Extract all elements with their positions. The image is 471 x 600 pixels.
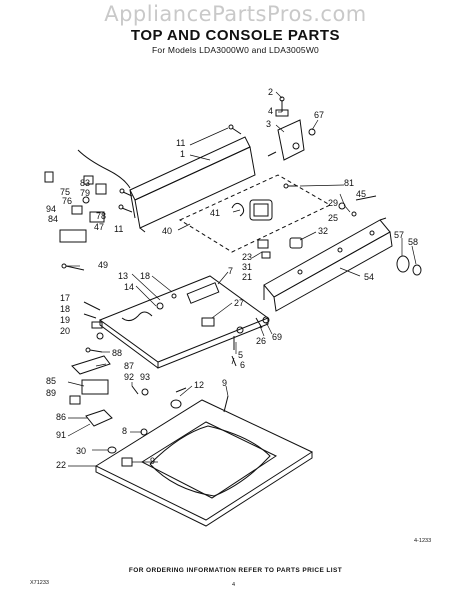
wire-clip: [61, 263, 85, 271]
callout-18: 18: [140, 271, 150, 281]
knob: [396, 255, 422, 276]
callout-57: 57: [394, 230, 404, 240]
callout-91: 91: [56, 430, 66, 440]
switch-group: [257, 237, 303, 259]
callout-23: 23: [242, 252, 252, 262]
callout-31: 31: [242, 262, 252, 272]
screw-11-left: [118, 188, 133, 213]
callout-labels: 2 4 3 67 11 1 83 75 79 76 94 78 84 47 11…: [46, 87, 418, 470]
callout-87: 87: [124, 361, 134, 371]
callout-85: 85: [46, 376, 56, 386]
callout-11: 11: [176, 138, 185, 148]
callout-11b: 11: [114, 224, 123, 234]
bracket-assembly: [267, 96, 316, 161]
callout-47: 47: [94, 222, 104, 232]
callout-75: 75: [60, 187, 70, 197]
callout-32: 32: [318, 226, 328, 236]
page-subtitle: For Models LDA3000W0 and LDA3005W0: [152, 45, 319, 55]
lower-left-parts: [69, 347, 113, 427]
callout-79: 79: [80, 188, 90, 198]
callout-45: 45: [356, 189, 366, 199]
callout-86: 86: [56, 412, 66, 422]
callout-14: 14: [124, 282, 134, 292]
leader-lines: [66, 91, 417, 467]
callout-94: 94: [46, 204, 56, 214]
callout-84: 84: [48, 214, 58, 224]
callout-4: 4: [268, 106, 273, 116]
callout-76: 76: [62, 196, 72, 206]
callout-81: 81: [344, 178, 354, 188]
callout-5: 5: [238, 350, 243, 360]
callout-88: 88: [112, 348, 122, 358]
callout-83: 83: [80, 178, 90, 188]
callout-25: 25: [328, 213, 338, 223]
callout-2: 2: [268, 87, 273, 97]
callout-26: 26: [256, 336, 266, 346]
callout-12: 12: [194, 380, 204, 390]
callout-19: 19: [60, 315, 70, 325]
screw-11-top: [228, 124, 242, 135]
clip-parts: [283, 183, 377, 217]
right-fasteners: [231, 316, 270, 367]
ordering-footer: FOR ORDERING INFORMATION REFER TO PARTS …: [128, 567, 343, 574]
page-title: TOP AND CONSOLE PARTS: [130, 27, 341, 44]
callout-40: 40: [162, 226, 172, 236]
callout-29: 29: [328, 198, 338, 208]
callout-78: 78: [96, 211, 106, 221]
callout-69: 69: [272, 332, 282, 342]
callout-58: 58: [408, 237, 418, 247]
callout-92: 92: [124, 372, 134, 382]
callout-30: 30: [76, 446, 86, 456]
callout-93: 93: [140, 372, 150, 382]
callout-9b: 9: [150, 456, 155, 466]
page-number: 4: [232, 582, 236, 588]
page-code: X71233: [30, 580, 49, 586]
callout-3: 3: [266, 119, 271, 129]
callout-13: 13: [118, 271, 128, 281]
callout-49: 49: [98, 260, 108, 270]
callout-21: 21: [242, 272, 252, 282]
spacer-12: [170, 387, 187, 409]
callout-22: 22: [56, 460, 66, 470]
callout-8: 8: [122, 426, 127, 436]
watermark: AppliancePartsPros.com: [104, 2, 367, 26]
callout-17: 17: [60, 293, 70, 303]
callout-20: 20: [60, 326, 70, 336]
callout-6: 6: [240, 360, 245, 370]
callout-67: 67: [314, 110, 324, 120]
washer-top: [94, 399, 314, 527]
left-small-parts: [44, 149, 131, 243]
callout-54: 54: [364, 272, 374, 282]
left-fasteners: [83, 301, 104, 340]
callout-1: 1: [180, 149, 185, 159]
callout-18b: 18: [60, 304, 70, 314]
screws-92-93: [131, 385, 149, 396]
callout-9: 9: [222, 378, 227, 388]
callout-7: 7: [228, 266, 233, 276]
timer-motor: [231, 199, 273, 221]
callout-27: 27: [234, 298, 244, 308]
rear-panel: [129, 136, 256, 233]
console-rail: [263, 217, 393, 312]
callout-89: 89: [46, 388, 56, 398]
dashed-bracket: [178, 174, 332, 253]
figure-code: 4-1233: [414, 538, 432, 544]
callout-41: 41: [210, 208, 220, 218]
